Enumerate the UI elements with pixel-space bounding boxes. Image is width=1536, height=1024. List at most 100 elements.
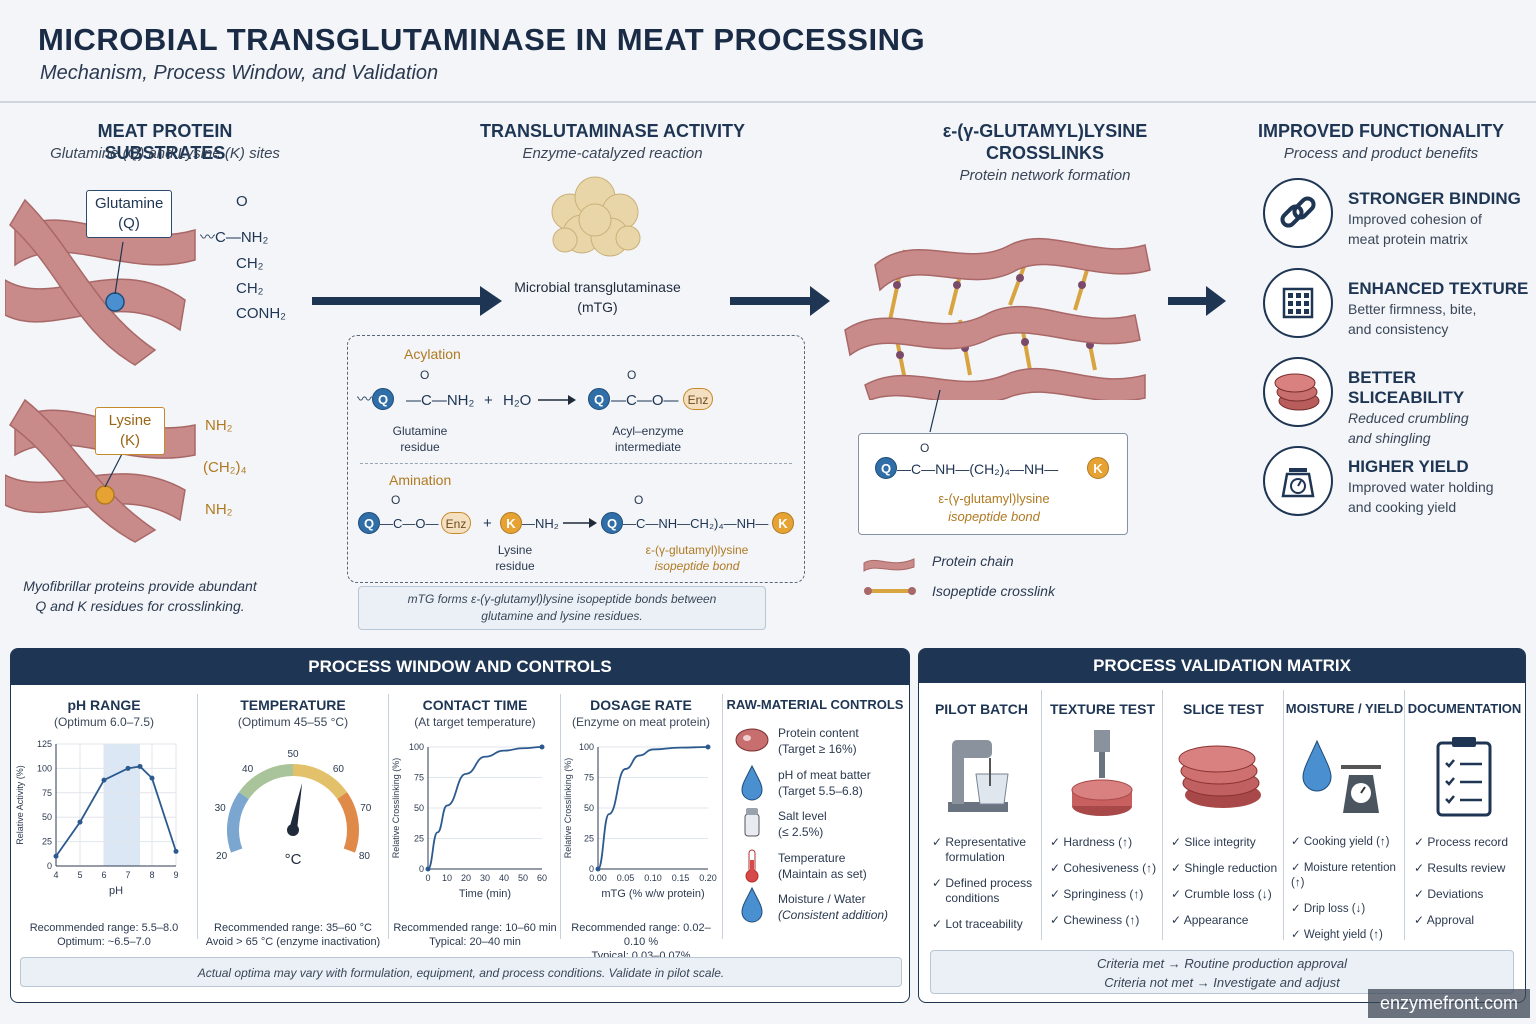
moisture-yield-checklist: ✓ Cooking yield (↑) ✓ Moisture retention…: [1291, 836, 1396, 941]
x-tick-label: 5: [77, 870, 82, 880]
gauge-tick-label: 70: [360, 803, 372, 814]
y-tick-label: 100: [409, 742, 424, 752]
pilot-batch-checklist: ✓ Representative formulation ✓ Defined p…: [932, 835, 1033, 931]
x-tick-label: 40: [499, 873, 509, 883]
lysine-label: Lysine(K): [95, 407, 165, 455]
ph-heading: pH RANGE: [67, 697, 141, 713]
documentation-heading: DOCUMENTATION: [1407, 701, 1522, 716]
watermark: enzymefront.com: [1367, 989, 1530, 1018]
x-tick-label: 0.05: [617, 873, 635, 883]
y-tick-label: 100: [37, 763, 52, 773]
legend-isopeptide-crosslink: Isopeptide crosslink: [932, 583, 1055, 599]
x-tick-label: 50: [518, 873, 528, 883]
col4-title: IMPROVED FUNCTIONALITY: [1258, 121, 1504, 141]
clipboard-icon: [1436, 737, 1492, 817]
y-tick-label: 50: [414, 803, 424, 813]
documentation-checklist: ✓ Process record ✓ Results review ✓ Devi…: [1414, 835, 1509, 927]
reaction-box: [347, 335, 805, 583]
meat-slice-icon: [1263, 357, 1333, 427]
divider: [560, 694, 561, 939]
slice-test-checklist: ✓ Slice integrity ✓ Shingle reduction ✓ …: [1171, 835, 1278, 927]
protein-network-illustration: [844, 237, 1151, 400]
x-axis-label: pH: [109, 885, 123, 897]
flow-arrows: [312, 286, 1226, 316]
arrow-1: [312, 286, 502, 316]
y-tick-label: 25: [584, 834, 594, 844]
data-point: [595, 866, 601, 872]
y-tick-label: 50: [42, 812, 52, 822]
y-axis-label: Relative Activity (%): [15, 765, 25, 845]
texture-grid-icon: [1263, 268, 1333, 338]
salt-shaker-icon: [744, 808, 760, 837]
isopeptide-chain: —C—NH—CH₂)₄—NH—: [623, 516, 769, 531]
data-point: [705, 744, 711, 750]
x-axis-label: mTG (% w/w protein): [601, 888, 704, 900]
acylation-substrate: 〰Q: [357, 388, 395, 410]
data-point: [173, 848, 179, 854]
legend-protein-chain: Protein chain: [932, 553, 1014, 569]
x-tick-label: 0.00: [589, 873, 607, 883]
meat-icon: [735, 728, 769, 752]
divider: [1404, 690, 1405, 940]
header-divider: [0, 101, 1536, 103]
y-tick-label: 75: [42, 788, 52, 798]
dosage-subheading: (Enzyme on meat protein): [571, 715, 711, 729]
mixer-icon: [948, 740, 1009, 812]
enzyme-label: Microbial transglutaminase(mTG): [514, 279, 681, 315]
x-tick-label: 0.20: [699, 873, 717, 883]
water-drop-icon: [741, 886, 763, 923]
y-axis-label: Relative Crosslinking (%): [563, 758, 573, 859]
col2-subtitle: Enzyme-catalyzed reaction: [522, 145, 703, 162]
x-tick-label: 4: [53, 870, 58, 880]
validation-matrix-title: PROCESS VALIDATION MATRIX: [919, 649, 1525, 683]
x-tick-label: 7: [125, 870, 130, 880]
carbonyl-o-1: O: [420, 368, 430, 382]
temperature-subheading: (Optimum 45–55 °C): [237, 715, 349, 729]
x-tick-label: 0: [425, 873, 430, 883]
sliced-meat-icon: [1178, 745, 1261, 808]
data-point: [53, 853, 59, 859]
thermometer-icon: [745, 849, 759, 883]
y-tick-label: 25: [42, 837, 52, 847]
x-tick-label: 8: [149, 870, 154, 880]
col3-subtitle: Protein network formation: [959, 167, 1131, 184]
enzyme-1: Enz: [683, 388, 713, 410]
gauge-needle: [289, 782, 303, 831]
raw-moisture: Moisture / Water(Consistent addition): [778, 892, 889, 922]
raw-controls-icons: [735, 728, 769, 923]
y-tick-label: 25: [414, 834, 424, 844]
col4-subtitle: Process and product benefits: [1283, 145, 1479, 162]
bond-q: Q: [875, 457, 897, 479]
isopeptide-bond-box: Q O —C—NH—(CH₂)₄—NH— K ε-(γ-glutamyl)lys…: [858, 433, 1128, 535]
data-curve: [427, 746, 543, 870]
y-tick-label: 50: [584, 803, 594, 813]
carbonyl-o-4: O: [634, 493, 644, 507]
x-tick-label: 20: [461, 873, 471, 883]
divider: [388, 694, 389, 939]
x-tick-label: 6: [101, 870, 106, 880]
col1-subtitle: Glutamine (Q) and Lysine (K) sites: [50, 145, 280, 162]
lysine-amine: —NH₂: [522, 516, 559, 531]
drop-scale-icon: [1302, 739, 1381, 813]
x-tick-label: 9: [173, 870, 178, 880]
acylation-label: Acylation: [404, 346, 461, 362]
gauge-tick-label: 40: [242, 764, 254, 775]
thioester-link: —C—O—: [611, 392, 679, 409]
page-title: MICROBIAL TRANSGLUTAMINASE IN MEAT PROCE…: [38, 22, 926, 57]
bond-carbonyl-o: O: [920, 441, 930, 455]
contact-time-heading: CONTACT TIME: [422, 697, 528, 713]
mechanism-note: mTG forms ε-(γ-glutamyl)lysine isopeptid…: [358, 586, 766, 630]
divider: [722, 694, 723, 939]
gauge-hub: [287, 824, 299, 836]
